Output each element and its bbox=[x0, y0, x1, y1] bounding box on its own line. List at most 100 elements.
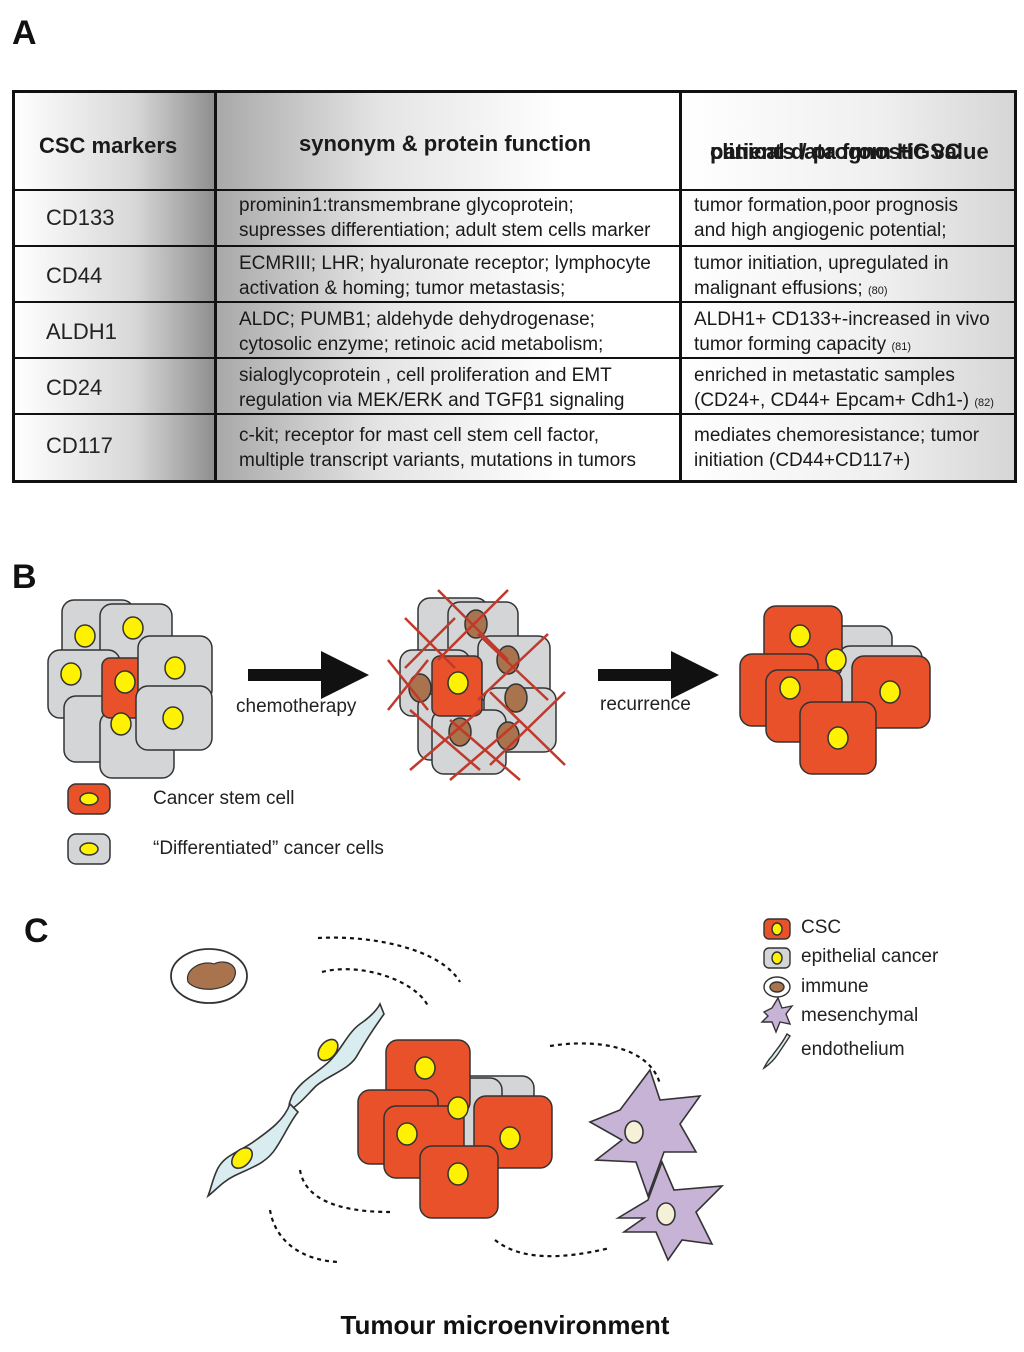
clinical-text: (CD24+, CD44+ Epcam+ Cdh1-) bbox=[694, 390, 970, 411]
header-cell-markers: CSC markers bbox=[15, 93, 214, 189]
header-function: synonym & protein function bbox=[299, 131, 592, 156]
clinical-line: mediates chemoresistance; tumor bbox=[694, 425, 980, 446]
clinical-cell: enriched in metastatic samples (CD24+, C… bbox=[679, 359, 1014, 413]
nucleus bbox=[162, 706, 184, 730]
nucleus bbox=[447, 1162, 469, 1186]
panel-letter-b: B bbox=[12, 558, 37, 596]
apoptotic-nucleus bbox=[504, 683, 528, 713]
legend-cancer-stem-cell-label: Cancer stem cell bbox=[153, 788, 295, 809]
recurrence-label: recurrence bbox=[600, 694, 691, 715]
clinical-cell: mediates chemoresistance; tumor initiati… bbox=[679, 415, 1014, 480]
marker-cell: CD24 bbox=[15, 359, 214, 413]
panel-letter-c: C bbox=[24, 912, 49, 950]
function-cell: sialoglycoprotein , cell proliferation a… bbox=[214, 359, 679, 413]
reference-number: (82) bbox=[974, 397, 994, 409]
mesenchymal-cell bbox=[588, 1068, 702, 1199]
table-row: CD44 ECMRIII; LHR; hyaluronate receptor;… bbox=[15, 245, 1014, 301]
clinical-text: malignant effusions; bbox=[694, 278, 863, 299]
chemotherapy-label: chemotherapy bbox=[236, 696, 357, 717]
marker-cell: CD44 bbox=[15, 247, 214, 301]
marker-cell: CD133 bbox=[15, 191, 214, 245]
clinical-line: ALDH1+ CD133+-increased in vivo bbox=[694, 309, 990, 330]
chemo-kill-crosses bbox=[387, 589, 566, 781]
nucleus bbox=[827, 726, 849, 750]
marker-name: CD133 bbox=[46, 205, 115, 230]
marker-name: CD117 bbox=[46, 433, 113, 458]
function-cell: ALDC; PUMB1; aldehyde dehydrogenase; cyt… bbox=[214, 303, 679, 357]
legend-csc-label: CSC bbox=[801, 917, 842, 938]
function-cell: ECMRIII; LHR; hyaluronate receptor; lymp… bbox=[214, 247, 679, 301]
legend-endothelium-label: endothelium bbox=[801, 1039, 905, 1060]
table-row: CD133 prominin1:transmembrane glycoprote… bbox=[15, 189, 1014, 245]
clinical-line: malignant effusions; (80) bbox=[694, 276, 1012, 301]
clinical-line: (CD24+, CD44+ Epcam+ Cdh1-) (82) bbox=[694, 388, 1012, 413]
nucleus bbox=[879, 680, 901, 704]
legend-mesenchymal-swatch bbox=[760, 996, 794, 1034]
function-cell: c-kit; receptor for mast cell stem cell … bbox=[214, 415, 679, 480]
table-row: ALDH1 ALDC; PUMB1; aldehyde dehydrogenas… bbox=[15, 301, 1014, 357]
function-line: multiple transcript variants, mutations … bbox=[239, 450, 637, 471]
marker-name: CD24 bbox=[46, 375, 103, 400]
dashed-arc bbox=[268, 1209, 339, 1264]
legend-differentiated-label: “Differentiated” cancer cells bbox=[153, 838, 384, 859]
clinical-line: initiation (CD44+CD117+) bbox=[694, 450, 911, 471]
nucleus bbox=[396, 1122, 418, 1146]
dashed-arc bbox=[317, 936, 461, 983]
nucleus bbox=[114, 670, 136, 694]
reference-number: (81) bbox=[891, 341, 912, 353]
nucleus bbox=[825, 648, 847, 672]
chemotherapy-recurrence-diagram bbox=[47, 589, 931, 865]
clinical-cell: tumor formation,poor prognosis and high … bbox=[679, 191, 1014, 245]
mesenchymal-cells bbox=[588, 1068, 725, 1262]
legend-b bbox=[67, 783, 111, 865]
function-line: regulation via MEK/ERK and TGFβ1 signali… bbox=[239, 390, 625, 411]
nucleus bbox=[122, 616, 144, 640]
csc-marker-table: CSC markers synonym & protein function c… bbox=[12, 90, 1017, 483]
function-cell: prominin1:transmembrane glycoprotein; su… bbox=[214, 191, 679, 245]
marker-name: CD44 bbox=[46, 263, 103, 288]
function-line: prominin1:transmembrane glycoprotein; bbox=[239, 195, 574, 216]
nucleus bbox=[110, 712, 132, 736]
nucleus bbox=[447, 1096, 469, 1120]
header-cell-function: synonym & protein function bbox=[214, 93, 679, 189]
nucleus bbox=[60, 662, 82, 686]
dashed-arc bbox=[494, 1239, 611, 1258]
legend-mesenchymal-label: mesenchymal bbox=[801, 1005, 919, 1026]
function-line: supresses differentiation; adult stem ce… bbox=[239, 220, 651, 241]
clinical-line: and high angiogenic potential; bbox=[694, 220, 947, 241]
signal-arcs bbox=[268, 936, 662, 1264]
recurrent-tumor-cluster bbox=[739, 605, 931, 775]
clinical-line: tumor forming capacity (81) bbox=[694, 332, 1012, 357]
nucleus bbox=[414, 1056, 436, 1080]
nucleus bbox=[74, 624, 96, 648]
legend-endothelium-swatch bbox=[762, 1032, 791, 1071]
function-line: activation & homing; tumor metastasis; bbox=[239, 278, 566, 299]
function-line: ECMRIII; LHR; hyaluronate receptor; lymp… bbox=[239, 253, 651, 274]
immune-cell bbox=[170, 948, 248, 1004]
initial-tumor-cluster bbox=[47, 599, 213, 779]
marker-cell: CD117 bbox=[15, 415, 214, 480]
endothelial-cell bbox=[206, 1102, 300, 1199]
clinical-cell: tumor initiation, upregulated in maligna… bbox=[679, 247, 1014, 301]
nucleus bbox=[499, 1126, 521, 1150]
function-line: c-kit; receptor for mast cell stem cell … bbox=[239, 425, 600, 446]
endothelial-cells bbox=[206, 1002, 385, 1199]
clinical-line: enriched in metastatic samples bbox=[694, 365, 955, 386]
clinical-cell: ALDH1+ CD133+-increased in vivo tumor fo… bbox=[679, 303, 1014, 357]
function-line: sialoglycoprotein , cell proliferation a… bbox=[239, 365, 612, 386]
tumour-microenvironment-diagram bbox=[170, 918, 794, 1264]
table-row: CD117 c-kit; receptor for mast cell stem… bbox=[15, 413, 1014, 480]
panel-letter-a: A bbox=[12, 14, 37, 52]
header-markers: CSC markers bbox=[39, 133, 178, 158]
dashed-arc bbox=[321, 968, 429, 1007]
header-clinical-line1: clinical data from HGSC bbox=[710, 139, 961, 164]
table-header-row: CSC markers synonym & protein function c… bbox=[15, 93, 1014, 189]
nucleus bbox=[779, 676, 801, 700]
clinical-line: tumor formation,poor prognosis bbox=[694, 195, 959, 216]
legend-epithelial-label: epithelial cancer bbox=[801, 946, 939, 967]
marker-name: ALDH1 bbox=[46, 319, 117, 344]
central-tumor-cluster bbox=[357, 1039, 553, 1219]
table-row: CD24 sialoglycoprotein , cell proliferat… bbox=[15, 357, 1014, 413]
nucleus bbox=[164, 656, 186, 680]
